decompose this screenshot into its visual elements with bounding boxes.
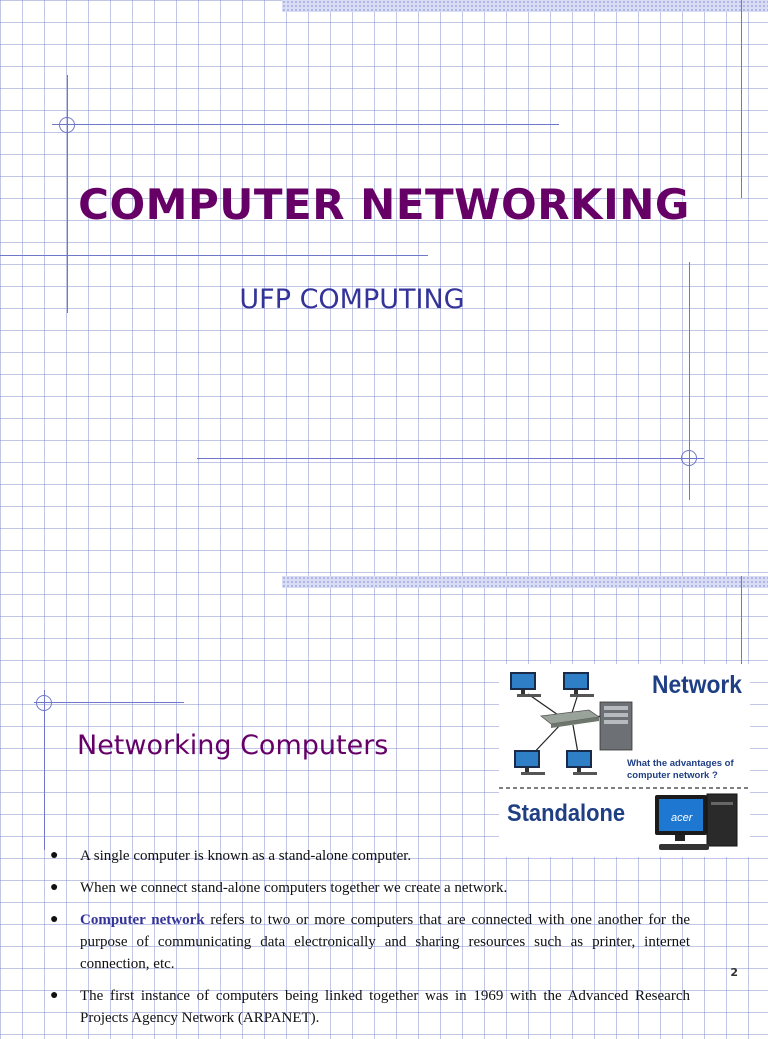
list-item: ● A single computer is known as a stand-a… bbox=[50, 845, 690, 867]
decor-vline bbox=[44, 690, 45, 850]
decor-ring-icon bbox=[36, 695, 52, 711]
decor-hline bbox=[0, 255, 428, 256]
slide-subtitle: UFP COMPUTING bbox=[239, 284, 465, 315]
bullet-text: refers to two or more computers that are… bbox=[80, 912, 690, 972]
decor-ring-icon bbox=[681, 450, 697, 466]
brand-logo: acer bbox=[671, 812, 694, 824]
decor-hline bbox=[52, 124, 559, 125]
list-item: ● Computer network refers to two or more … bbox=[50, 909, 690, 975]
decor-vline bbox=[741, 0, 742, 198]
computer-icon bbox=[510, 672, 541, 697]
bullet-dot-icon: ● bbox=[50, 880, 59, 895]
decor-vline bbox=[741, 576, 742, 664]
slide-title: COMPUTER NETWORKING bbox=[78, 180, 690, 229]
list-item: ● When we connect stand-alone computers t… bbox=[50, 877, 690, 899]
network-label: Network bbox=[652, 671, 742, 699]
computer-icon bbox=[563, 672, 594, 697]
standalone-computer-icon: acer bbox=[655, 793, 738, 850]
slide-heading: Networking Computers bbox=[77, 730, 389, 761]
decor-vline bbox=[689, 262, 690, 500]
bold-term: Computer network bbox=[80, 912, 205, 928]
top-decorative-band bbox=[282, 0, 768, 12]
bullet-text: The first instance of computers being li… bbox=[80, 988, 690, 1026]
list-item: ● The first instance of computers being l… bbox=[50, 985, 690, 1029]
computer-icon bbox=[566, 750, 597, 775]
decor-hline bbox=[34, 702, 184, 703]
bullet-list: ● A single computer is known as a stand-a… bbox=[50, 845, 690, 1039]
server-tower-icon bbox=[599, 701, 633, 751]
middle-decorative-band bbox=[282, 576, 768, 588]
decor-hline bbox=[197, 458, 704, 459]
bullet-dot-icon: ● bbox=[50, 848, 59, 863]
page-number: 2 bbox=[730, 966, 738, 979]
computer-icon bbox=[514, 750, 545, 775]
standalone-label: Standalone bbox=[507, 800, 625, 827]
decor-vline bbox=[67, 75, 68, 313]
network-switch-icon bbox=[540, 709, 601, 728]
decor-ring-icon bbox=[59, 117, 75, 133]
bullet-dot-icon: ● bbox=[50, 912, 59, 927]
bullet-text: When we connect stand-alone computers to… bbox=[80, 880, 508, 896]
bullet-dot-icon: ● bbox=[50, 988, 59, 1003]
bullet-text: A single computer is known as a stand-al… bbox=[80, 848, 412, 864]
